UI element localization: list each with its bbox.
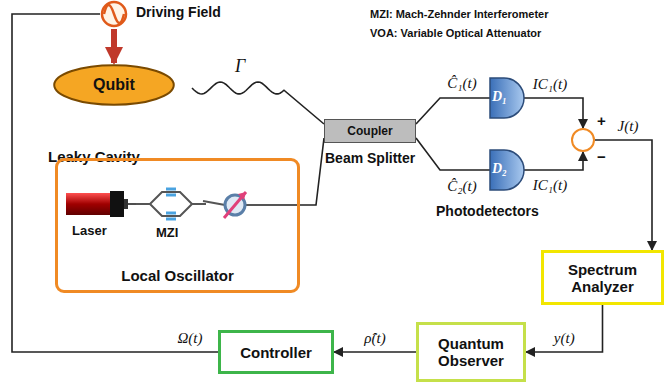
photodetector: D₁ bbox=[490, 78, 524, 118]
node-text: D₁ bbox=[492, 89, 507, 105]
node-text: + bbox=[597, 112, 606, 129]
node-text: Local Oscillator bbox=[58, 267, 297, 284]
connector bbox=[595, 140, 652, 250]
node-text: − bbox=[597, 148, 606, 165]
interferometer-symbol-outline bbox=[136, 189, 206, 219]
coupler-box: CouplerBeam Splitter bbox=[324, 119, 416, 143]
fiber-wire bbox=[245, 204, 300, 206]
attenuator-arrowhead bbox=[238, 192, 246, 200]
node-text: Coupler bbox=[325, 124, 415, 138]
signal-source: Driving Field bbox=[100, 0, 128, 28]
laser-symbol: Laser bbox=[66, 191, 128, 217]
connector bbox=[416, 138, 490, 170]
connector bbox=[128, 203, 136, 205]
signal-source-outline bbox=[100, 0, 128, 28]
connector bbox=[300, 138, 324, 205]
laser-symbol-outline bbox=[66, 191, 128, 217]
signal-label: Ω(t) bbox=[175, 330, 204, 347]
node-text: Quantum Observer bbox=[419, 335, 523, 369]
signal-label: Ĉ₁(t) bbox=[445, 75, 478, 92]
subtractor-circle: +− bbox=[571, 128, 595, 152]
attenuator-arrow bbox=[224, 192, 246, 218]
part-label: Photodetectors bbox=[436, 203, 539, 219]
connector bbox=[334, 351, 416, 353]
node-text: Laser bbox=[72, 223, 107, 238]
signal-label: ρ̂(t) bbox=[362, 330, 387, 347]
node-text: Leaky Cavity bbox=[48, 148, 140, 165]
note-text: VOA: Variable Optical Attenuator bbox=[370, 27, 541, 39]
signal-label: Ĉ₂(t) bbox=[445, 178, 478, 195]
node-text: Driving Field bbox=[136, 4, 221, 20]
signal-label: IC₁(t) bbox=[531, 177, 569, 194]
cavity: Leaky CavityQubit bbox=[38, 24, 190, 144]
connector bbox=[526, 305, 603, 352]
node-text: D₂ bbox=[492, 161, 507, 177]
node-text: Controller bbox=[221, 344, 331, 361]
connector bbox=[524, 152, 583, 170]
node-text: Qubit bbox=[53, 76, 175, 94]
photodetector: D₂ bbox=[490, 150, 524, 190]
controller-box: Controller bbox=[218, 330, 334, 374]
signal-label: Γ bbox=[233, 56, 247, 77]
interferometer-symbol: MZI bbox=[136, 189, 206, 219]
observer-box: Quantum Observer bbox=[416, 322, 526, 382]
subtractor-circle-outline bbox=[571, 128, 595, 152]
connector bbox=[111, 29, 117, 63]
signal-label: J(t) bbox=[616, 118, 641, 135]
node-text: Beam Splitter bbox=[325, 150, 415, 166]
node-text: MZI bbox=[156, 225, 178, 240]
node-text: Spectrum Analyzer bbox=[544, 261, 661, 295]
oscillator-box: Local OscillatorLaserMZI bbox=[55, 158, 300, 293]
fiber-wire bbox=[203, 201, 225, 205]
connector bbox=[416, 98, 490, 124]
connector bbox=[192, 82, 324, 124]
connector bbox=[524, 98, 583, 128]
signal-label: y(t) bbox=[552, 330, 577, 347]
signal-label: IC₁(t) bbox=[531, 76, 569, 93]
analyzer-box: Spectrum Analyzer bbox=[541, 250, 664, 305]
connector bbox=[12, 14, 218, 352]
qubit-ellipse: Qubit bbox=[53, 64, 175, 106]
note-text: MZI: Mach-Zehnder Interferometer bbox=[370, 8, 548, 20]
